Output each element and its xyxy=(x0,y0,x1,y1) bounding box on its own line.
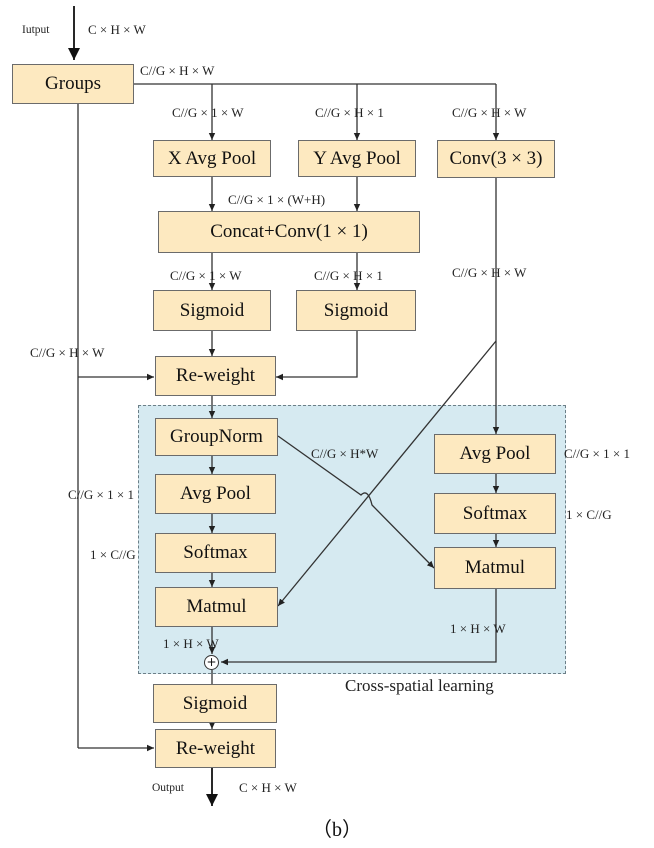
region-caption: Cross-spatial learning xyxy=(345,676,494,695)
output-word: Output xyxy=(152,782,184,794)
groups-box: Groups xyxy=(12,64,134,104)
y-avg-pool-label: Y Avg Pool xyxy=(313,147,401,169)
reweight-top-box: Re-weight xyxy=(155,356,276,396)
groupnorm-to-right-matmul xyxy=(277,435,435,569)
groups-label: Groups xyxy=(45,73,101,94)
conv-in-dims: C//G × H × W xyxy=(452,105,527,120)
conv3x3-box: Conv(3 × 3) xyxy=(437,140,555,178)
avg-pool-left-label: Avg Pool xyxy=(180,483,251,504)
concat-conv-label: Concat+Conv(1 × 1) xyxy=(210,221,368,242)
matmul-right-box: Matmul xyxy=(434,547,556,589)
softmax-right-label: Softmax xyxy=(462,502,528,524)
split-right-dims: C//G × H × 1 xyxy=(314,268,383,283)
reweight-bottom-label: Re-weight xyxy=(175,737,256,759)
groupnorm-box: GroupNorm xyxy=(155,418,278,456)
reweight-bottom-box: Re-weight xyxy=(155,729,276,768)
split-left-dims: C//G × 1 × W xyxy=(170,268,242,283)
input-dims: C × H × W xyxy=(88,22,146,37)
sigmoid-bottom-box: Sigmoid xyxy=(153,684,277,723)
sum-node: + xyxy=(204,655,219,670)
sigmoid-bottom-label: Sigmoid xyxy=(182,692,248,714)
groups-out-dims: C//G × H × W xyxy=(140,63,215,78)
right-matmul-to-sum xyxy=(221,589,497,666)
concat-conv-box: Concat+Conv(1 × 1) xyxy=(158,211,420,253)
groupnorm-label: GroupNorm xyxy=(170,426,263,447)
matmul-left-box: Matmul xyxy=(155,587,278,627)
avg-pool-right-dims: C//G × 1 × 1 xyxy=(564,446,630,461)
softmax-left-box: Softmax xyxy=(155,533,276,573)
x-pool-in-dims: C//G × 1 × W xyxy=(172,105,244,120)
sigmoid-left-box: Sigmoid xyxy=(153,290,271,331)
sigmoid-right-box: Sigmoid xyxy=(296,290,416,331)
avg-pool-right-label: Avg Pool xyxy=(459,443,531,464)
x-avg-pool-label: X Avg Pool xyxy=(167,147,257,169)
matmul-left-label: Matmul xyxy=(186,596,247,617)
conv-out-dims: C//G × H × W xyxy=(452,265,527,280)
avg-pool-right-box: Avg Pool xyxy=(434,434,556,474)
matmul-right-dims: 1 × H × W xyxy=(450,621,506,636)
y-avg-pool-box: Y Avg Pool xyxy=(298,140,416,177)
input-word: Iutput xyxy=(22,24,50,36)
y-pool-in-dims: C//G × H × 1 xyxy=(315,105,384,120)
softmax-right-dims: 1 × C//G xyxy=(566,507,612,522)
sig-right-to-reweight xyxy=(276,331,358,381)
skip-dims: C//G × H × W xyxy=(30,345,105,360)
conv-to-left-matmul xyxy=(277,340,497,607)
softmax-right-box: Softmax xyxy=(434,493,556,534)
avg-pool-left-dims: C//G × 1 × 1 xyxy=(68,487,134,502)
concat-dims: C//G × 1 × (W+H) xyxy=(228,192,326,207)
output-dims: C × H × W xyxy=(239,780,297,795)
conv3x3-label: Conv(3 × 3) xyxy=(449,148,543,169)
avg-pool-left-box: Avg Pool xyxy=(155,474,276,514)
matmul-left-dims: 1 × H × W xyxy=(163,636,219,651)
groupnorm-out-dims: C//G × H*W xyxy=(311,446,379,461)
reweight-top-label: Re-weight xyxy=(175,365,256,386)
sigmoid-left-label: Sigmoid xyxy=(179,299,245,321)
sigmoid-right-label: Sigmoid xyxy=(323,299,389,321)
softmax-left-dims: 1 × C//G xyxy=(90,547,136,562)
matmul-right-label: Matmul xyxy=(464,557,526,578)
figure-label: （b） xyxy=(312,819,362,841)
softmax-left-label: Softmax xyxy=(183,542,248,563)
x-avg-pool-box: X Avg Pool xyxy=(153,140,271,177)
